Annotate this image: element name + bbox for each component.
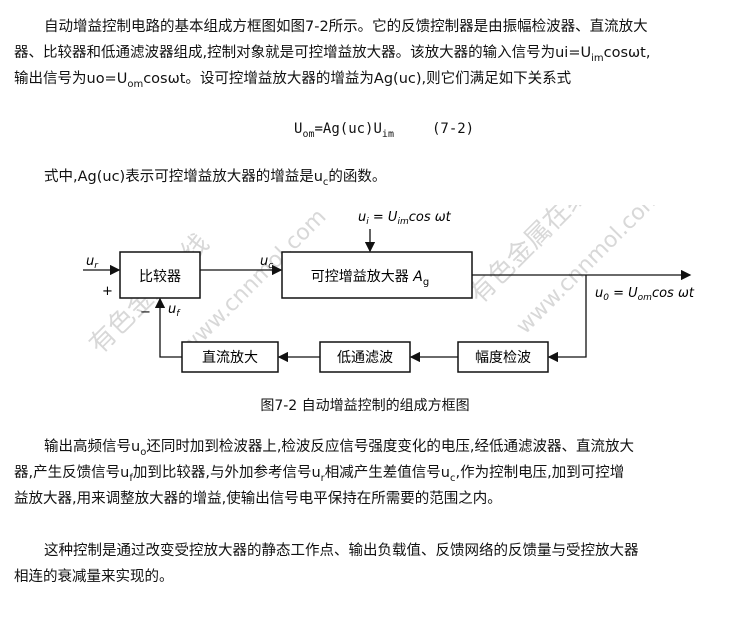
explanation-line-2: 器,产生反馈信号uf加到比较器,与外加参考信号ur相减产生差值信号uc,作为控制… bbox=[14, 460, 716, 486]
uf-label: uf bbox=[168, 302, 181, 319]
equation: Uom=Ag(uc)Uim (7-2) bbox=[294, 121, 475, 140]
note-sub: c bbox=[322, 177, 329, 188]
agc-block-diagram: 有色金属在线 www.cnnmol.com 有色金属在线 www.cnnmol.… bbox=[83, 205, 695, 373]
note-paragraph: 式中,Ag(uc)表示可控增益放大器的增益是uc的函数。 bbox=[14, 164, 716, 190]
dc-amp-block bbox=[181, 341, 279, 373]
p2-sub-3: r bbox=[320, 473, 325, 484]
intro-line-1: 自动增益控制电路的基本组成方框图如图7-2所示。它的反馈控制器是由振幅检波器、直… bbox=[44, 19, 648, 35]
intro-line-2-sub: im bbox=[591, 53, 604, 64]
p2-text-5: 相减产生差值信号u bbox=[324, 465, 450, 481]
explanation-paragraph: 输出高频信号uo还同时加到检波器上,检波反应信号强度变化的电压,经低通滤波器、直… bbox=[14, 434, 716, 512]
dc-amp-label: 直流放大 bbox=[202, 349, 258, 366]
minus-sign: − bbox=[140, 305, 151, 320]
note-line: 式中,Ag(uc)表示可控增益放大器的增益是uc的函数。 bbox=[14, 164, 716, 190]
detector-block bbox=[457, 341, 549, 373]
lowpass-label: 低通滤波 bbox=[337, 350, 393, 366]
intro-paragraph: 自动增益控制电路的基本组成方框图如图7-2所示。它的反馈控制器是由振幅检波器、直… bbox=[14, 14, 716, 92]
p2-text-3: 器,产生反馈信号u bbox=[14, 465, 130, 481]
detector-label: 幅度检波 bbox=[475, 350, 531, 366]
output-to-detector-line bbox=[547, 275, 587, 363]
p2-text-4: 加到比较器,与外加参考信号u bbox=[132, 465, 321, 481]
comparator-block bbox=[119, 251, 201, 299]
equation-number: (7-2) bbox=[431, 121, 475, 137]
p2-text-1: 输出高频信号u bbox=[44, 439, 141, 455]
p2-sub-4: c bbox=[449, 473, 456, 484]
note-tail: 的函数。 bbox=[328, 169, 387, 185]
equation-mid: =Ag(uc)U bbox=[314, 121, 382, 137]
equation-lhs: U bbox=[294, 121, 303, 137]
note-text: 式中,Ag(uc)表示可控增益放大器的增益是u bbox=[44, 169, 323, 185]
figure-caption: 图7-2 自动增益控制的组成方框图 bbox=[260, 398, 470, 414]
intro-line-3-text: 输出信号为uo=U bbox=[14, 71, 128, 87]
intro-line-2-text: 器、比较器和低通滤波器组成,控制对象就是可控增益放大器。该放大器的输入信号为ui… bbox=[14, 45, 592, 61]
p2-sub-1: o bbox=[140, 447, 147, 458]
p2-sub-2: f bbox=[129, 473, 133, 484]
conclusion-paragraph: 这种控制是通过改变受控放大器的静态工作点、输出负载值、反馈网络的反馈量与受控放大… bbox=[14, 538, 716, 590]
lowpass-block bbox=[319, 341, 411, 373]
ui-label: ui = Uimcos ωt bbox=[358, 210, 452, 227]
intro-line-2-tail: cosωt, bbox=[603, 45, 651, 61]
equation-rhs-sub: im bbox=[381, 129, 394, 140]
output-label: u0 = Uomcos ωt bbox=[595, 286, 695, 303]
equation-lhs-sub: om bbox=[302, 129, 315, 140]
uf-feedback-arrow bbox=[154, 297, 182, 358]
amplifier-label: 可控增益放大器 Ag bbox=[311, 269, 429, 288]
intro-line-2: 器、比较器和低通滤波器组成,控制对象就是可控增益放大器。该放大器的输入信号为ui… bbox=[14, 40, 716, 66]
explanation-line-3: 益放大器,用来调整放大器的增益,使输出信号电平保持在所需要的范围之内。 bbox=[14, 491, 502, 507]
uc-label: uc bbox=[260, 254, 273, 271]
conclusion-line-1: 这种控制是通过改变受控放大器的静态工作点、输出负载值、反馈网络的反馈量与受控放大… bbox=[44, 543, 639, 559]
comparator-label: 比较器 bbox=[139, 269, 181, 285]
plus-sign: + bbox=[102, 284, 113, 299]
intro-line-3-sub: om bbox=[127, 79, 144, 90]
intro-line-3: 输出信号为uo=Uomcosωt。设可控增益放大器的增益为Ag(uc),则它们满… bbox=[14, 66, 716, 92]
intro-line-3-tail: cosωt。设可控增益放大器的增益为Ag(uc),则它们满足如下关系式 bbox=[143, 71, 572, 87]
p2-text-2: 还同时加到检波器上,检波反应信号强度变化的电压,经低通滤波器、直流放大 bbox=[146, 439, 635, 455]
p2-text-6: ,作为控制电压,加到可控增 bbox=[455, 465, 625, 481]
ur-label: ur bbox=[86, 254, 99, 271]
conclusion-line-2: 相连的衰减量来实现的。 bbox=[14, 569, 174, 585]
explanation-line-1: 输出高频信号uo还同时加到检波器上,检波反应信号强度变化的电压,经低通滤波器、直… bbox=[14, 434, 716, 460]
